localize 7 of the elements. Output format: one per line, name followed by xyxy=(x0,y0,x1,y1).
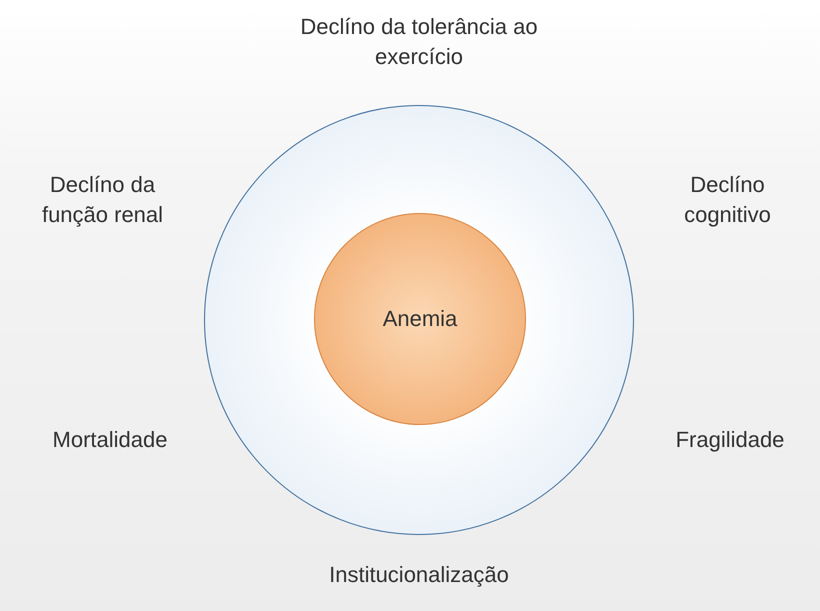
outcome-label: Mortalidade xyxy=(52,426,168,454)
outcome-label: Fragilidade xyxy=(674,426,786,454)
outcome-label: Institucionalização xyxy=(328,561,510,589)
outcome-label: Declíno cognitivo xyxy=(683,171,772,229)
outcome-label: Declíno da tolerância ao exercício xyxy=(299,13,539,71)
node-label: Anemia xyxy=(382,306,458,332)
outcome-label: Declíno da função renal xyxy=(40,171,164,229)
